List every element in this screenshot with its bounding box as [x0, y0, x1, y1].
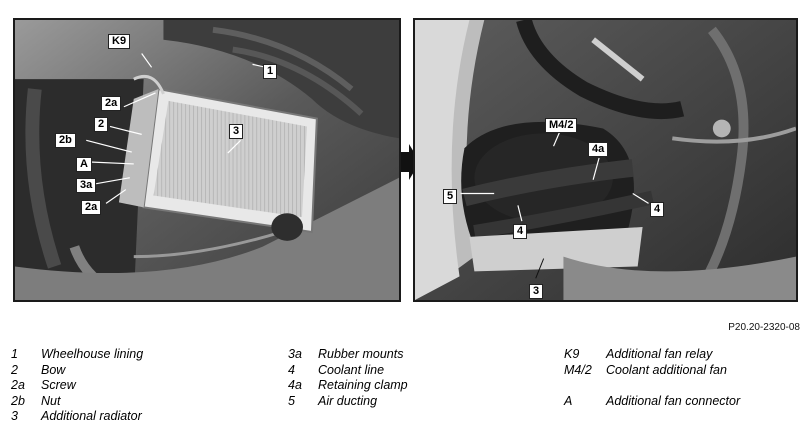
callout-3-bracket: 3	[529, 284, 544, 299]
legend-key: M4/2	[564, 362, 592, 377]
callout-5: 5	[443, 189, 458, 204]
photo-left-drawing	[15, 20, 399, 300]
legend-label: Coolant line	[318, 362, 385, 377]
legend-label: Retaining clamp	[318, 378, 408, 392]
legend-key: K9	[564, 347, 580, 361]
callout-m4-2: M4/2	[545, 118, 578, 133]
legend-key: 5	[288, 393, 295, 408]
callout-1: 1	[263, 64, 278, 79]
transition-arrow-icon	[401, 144, 420, 180]
legend-key: 3a	[288, 347, 302, 361]
callout-3: 3	[229, 124, 244, 139]
legend-label: Screw	[41, 378, 76, 392]
legend-key: 4	[288, 362, 295, 377]
legend-label: Coolant additional fan	[606, 362, 727, 377]
legend-key: 3	[11, 409, 18, 423]
legend-key: 4a	[288, 378, 302, 392]
callout-2a-top: 2a	[101, 96, 122, 111]
legend-label: Additional fan relay	[606, 347, 713, 361]
callout-4-left: 4	[513, 224, 528, 239]
legend-label: Air ducting	[318, 393, 378, 408]
legend-key: 1	[11, 347, 18, 361]
legend-key: 2a	[11, 378, 25, 392]
callout-4a: 4a	[588, 142, 609, 157]
legend-label: Wheelhouse lining	[41, 347, 144, 361]
callout-2a-bottom: 2a	[81, 200, 102, 215]
callout-2b: 2b	[55, 133, 76, 148]
legend-label: Rubber mounts	[318, 347, 404, 361]
legend-key: 2	[11, 362, 18, 377]
legend-key: A	[564, 393, 573, 408]
legend-label: Additional fan connector	[606, 393, 741, 408]
photo-left-radiator: K9 1 2a 3 2 2b A 3a 2a	[13, 18, 401, 302]
callout-a: A	[76, 157, 92, 172]
photo-right-drawing	[415, 20, 796, 300]
legend-label: Additional radiator	[41, 409, 142, 423]
legend-label: Bow	[41, 362, 66, 377]
callout-3a: 3a	[76, 178, 97, 193]
photo-right-fan: M4/2 4a 5 4 4 3	[413, 18, 798, 302]
callout-k9: K9	[108, 34, 131, 49]
legend-key: 2b	[11, 393, 25, 408]
legend-label: Nut	[41, 393, 61, 408]
figure-reference: P20.20-2320-08	[728, 322, 800, 333]
callout-2: 2	[94, 117, 109, 132]
callout-4-right: 4	[650, 202, 665, 217]
